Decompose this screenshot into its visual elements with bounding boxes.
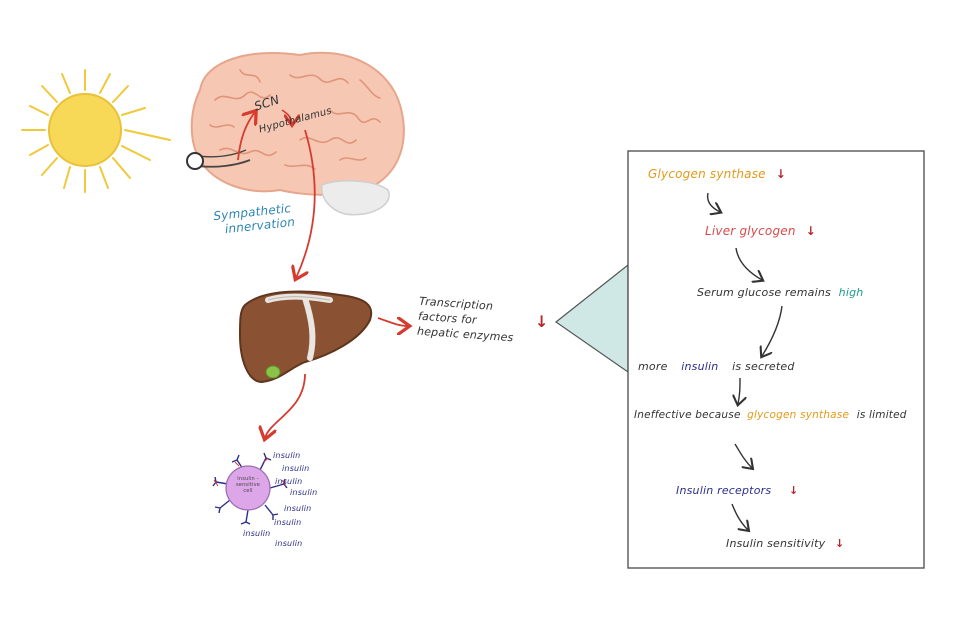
insulin-word: insulin	[282, 464, 310, 473]
transcription-factors-label: Transcription factors for hepatic enzyme…	[417, 294, 517, 346]
serum-glucose-text: Serum glucose remains	[697, 286, 831, 299]
sun-icon	[21, 69, 171, 193]
eye-to-scn-arrow	[237, 112, 255, 161]
down-arrow-3: ↓	[789, 484, 799, 497]
ineffective-text: Ineffective because	[634, 409, 741, 421]
down-arrow-2: ↓	[805, 224, 816, 238]
liver-to-transcription-arrow	[377, 318, 408, 326]
panel-row-insulin-secreted: more insulin is secreted	[638, 360, 795, 373]
panel-arrow-4	[738, 377, 740, 404]
insulin-word: insulin	[273, 451, 301, 460]
panel-arrow-3	[762, 305, 783, 356]
insulin-sensitive-cell	[212, 452, 288, 525]
down-arrow-4: ↓	[835, 537, 845, 550]
insulin-word: insulin	[284, 504, 312, 513]
panel-callout	[554, 263, 629, 374]
panel-arrow-5	[734, 443, 752, 468]
panel-row-insulin-sensitivity: Insulin sensitivity ↓	[726, 537, 844, 550]
is-secreted-text: is secreted	[732, 360, 795, 373]
insulin-word: insulin	[290, 488, 318, 497]
liver-illustration	[238, 290, 373, 384]
panel-arrow-6	[731, 503, 748, 530]
brain-illustration	[190, 51, 405, 216]
cell-line1: insulin -	[237, 476, 259, 482]
transcription-down-arrow: ↓	[535, 312, 549, 331]
insulin-word: insulin	[275, 477, 303, 486]
liver-glycogen-text: Liver glycogen	[705, 224, 796, 238]
more-text: more	[638, 360, 668, 373]
glycogen-synthase-lc-text: glycogen synthase	[747, 409, 850, 421]
is-limited-text: is limited	[856, 409, 907, 421]
liver-to-cell-arrow	[265, 373, 306, 438]
insulin-word: insulin	[275, 539, 303, 548]
high-text: high	[838, 286, 864, 299]
cell-line3: cell	[243, 488, 253, 494]
panel-row-insulin-receptors: Insulin receptors ↓	[676, 484, 798, 497]
hypothalamus-to-liver-arrow	[296, 129, 316, 278]
insulin-word: insulin	[274, 518, 302, 527]
insulin-sensitivity-text: Insulin sensitivity	[726, 537, 826, 550]
scn-to-hypothalamus-arrow	[281, 109, 292, 124]
glycogen-synthase-text: Glycogen synthase	[648, 167, 766, 181]
down-arrow-1: ↓	[775, 167, 787, 181]
panel-row-serum-glucose: Serum glucose remains high	[697, 286, 863, 299]
panel-arrow-2	[735, 247, 762, 280]
eye-icon	[186, 149, 251, 170]
panel-row-liver-glycogen: Liver glycogen ↓	[705, 224, 816, 238]
panel-arrow-1	[706, 192, 720, 212]
insulin-word: insulin	[243, 529, 271, 538]
insulin-text: insulin	[681, 360, 719, 373]
detail-panel	[627, 150, 925, 569]
insulin-receptors-text: Insulin receptors	[676, 484, 772, 497]
panel-row-glycogen-synthase: Glycogen synthase ↓	[648, 167, 786, 181]
cell-label: insulin - sensitive cell	[233, 476, 263, 494]
cell-line2: sensitive	[235, 482, 261, 488]
panel-row-ineffective: Ineffective because glycogen synthase is…	[634, 409, 907, 421]
